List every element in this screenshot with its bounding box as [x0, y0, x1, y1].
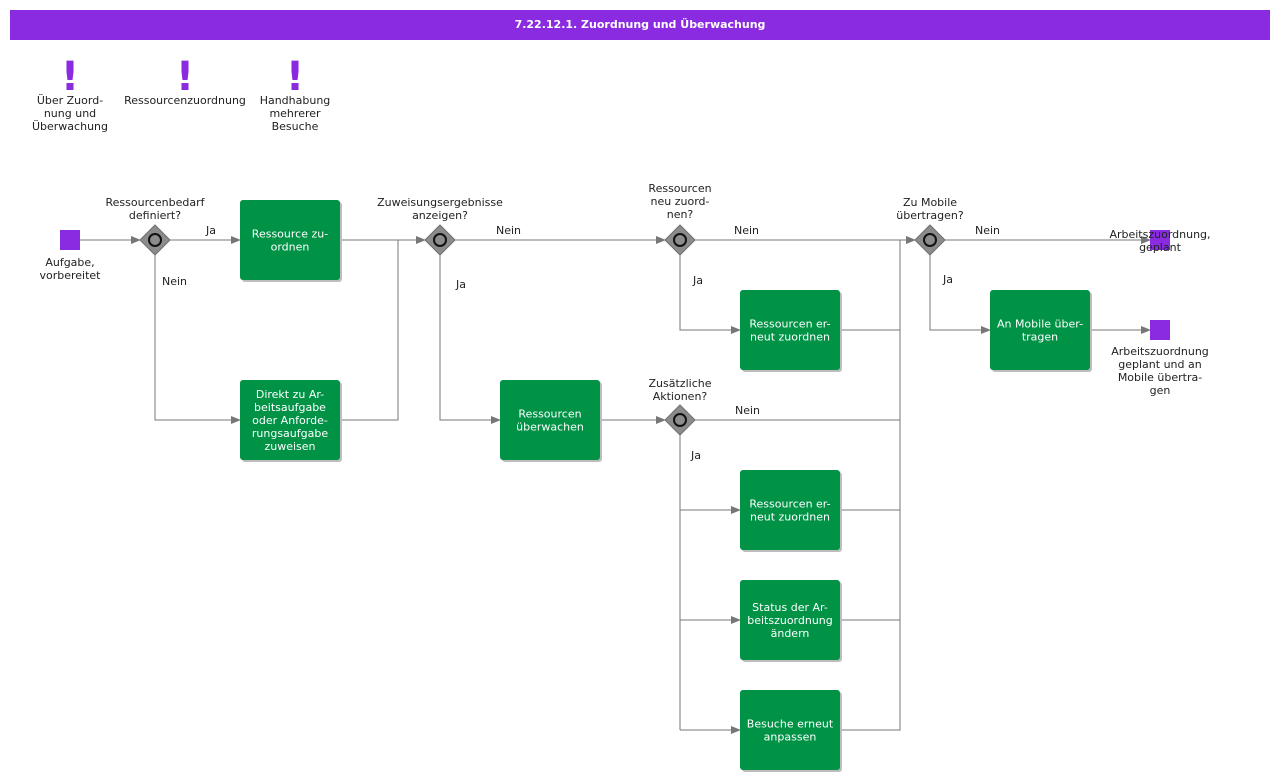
flow-label: Ja	[455, 278, 466, 291]
gateway-circle-icon	[923, 233, 937, 247]
sequence-flows	[80, 236, 1151, 734]
exclamation-icon: !	[176, 54, 194, 100]
note-label: Ressourcenzuordnung	[124, 94, 246, 107]
flow-label: Ja	[690, 449, 701, 462]
flow-label: Ja	[692, 274, 703, 287]
gateway-diamond	[914, 224, 946, 256]
flow-label: Ja	[205, 224, 216, 237]
task-rect	[740, 690, 840, 770]
event-label: Aufgabe,vorbereitet	[39, 256, 101, 282]
task-box[interactable]: An Mobile über-tragen	[990, 290, 1092, 372]
event-square	[60, 230, 80, 250]
flow-label: Nein	[162, 275, 187, 288]
flow-g2-t3	[439, 255, 501, 424]
task-rect	[740, 470, 840, 550]
flow-g5-t8	[929, 255, 991, 334]
flow-label: Nein	[734, 224, 759, 237]
task-rect	[500, 380, 600, 460]
flow-label: Nein	[735, 404, 760, 417]
task-rect	[740, 290, 840, 370]
gateway-circle-icon	[673, 413, 687, 427]
event-square	[1150, 320, 1170, 340]
gateway-circle-icon	[673, 233, 687, 247]
flow-t7-merge	[840, 240, 901, 731]
annotation-note[interactable]: !Ressourcenzuordnung	[124, 54, 246, 107]
start-event[interactable]: Aufgabe,vorbereitet	[39, 230, 101, 282]
event-square	[1150, 230, 1170, 250]
flow-label: Nein	[496, 224, 521, 237]
gateway-diamond	[664, 224, 696, 256]
event-label: Arbeitszuordnung,geplant	[1109, 228, 1210, 254]
flow-label: Ja	[942, 273, 953, 286]
task-rect	[990, 290, 1090, 370]
task-label: An Mobile über-tragen	[997, 318, 1083, 344]
task-label: Ressourcen er-neut zuordnen	[749, 498, 830, 524]
gateway-diamond	[424, 224, 456, 256]
task-label: Ressourcen er-neut zuordnen	[749, 318, 830, 344]
task-box[interactable]: Ressourcen er-neut zuordnen	[740, 290, 842, 372]
task-box[interactable]: Ressource zu-ordnen	[240, 200, 342, 282]
flow-t2-merge	[340, 240, 399, 421]
task-rect	[240, 200, 340, 280]
gateway-circle-icon	[433, 233, 447, 247]
task-box[interactable]: Ressourcen er-neut zuordnen	[740, 470, 842, 552]
end-event[interactable]: Arbeitszuordnung,geplant	[1109, 228, 1210, 254]
gateway-diamond	[139, 224, 171, 256]
task-rect	[240, 380, 340, 460]
exclamation-icon: !	[61, 54, 79, 100]
flow-g1-t2	[154, 255, 241, 424]
exclamation-icon: !	[286, 54, 304, 100]
task-label: Ressource zu-ordnen	[252, 228, 328, 254]
flow-g3-t4	[679, 255, 741, 334]
gateway-circle-icon	[148, 233, 162, 247]
gateway-diamond	[664, 404, 696, 436]
flow-label: Nein	[975, 224, 1000, 237]
diagram-title: 7.22.12.1. Zuordnung und Überwachung	[10, 10, 1270, 40]
task-rect	[740, 580, 840, 660]
